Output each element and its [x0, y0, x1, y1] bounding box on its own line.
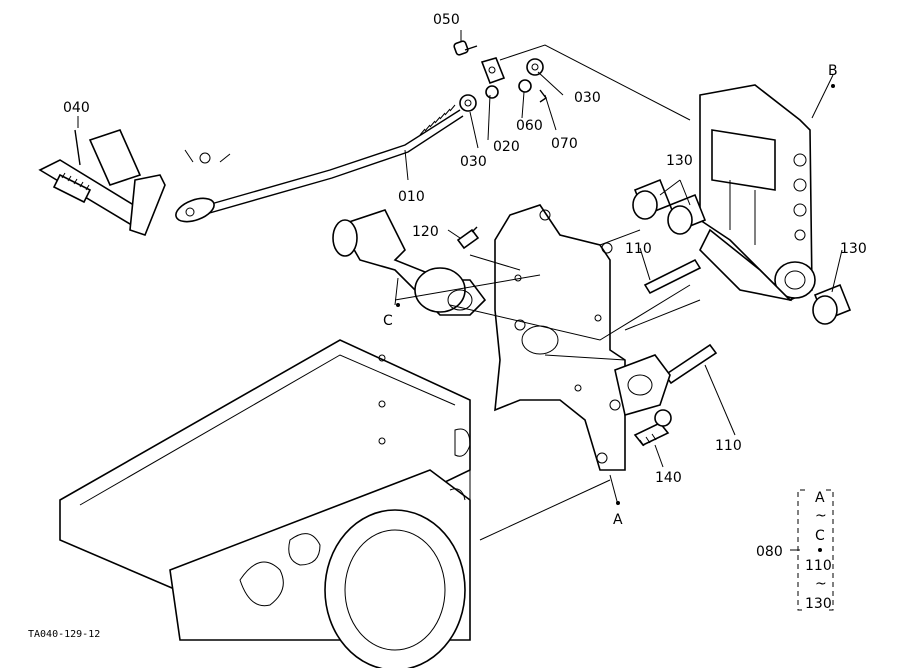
label-010: 010	[398, 189, 425, 205]
label-110-lower: 110	[715, 438, 742, 454]
label-leaders	[77, 30, 843, 551]
leader-lines	[394, 44, 701, 541]
label-050: 050	[433, 12, 460, 28]
label-120: 120	[412, 224, 439, 240]
label-130-top: 130	[666, 153, 693, 169]
label-030-bottom: 030	[460, 154, 487, 170]
label-B: B	[828, 63, 838, 79]
grease-nipple-120	[456, 226, 480, 250]
range-label-130: 130	[805, 596, 832, 612]
transmission-housing	[59, 339, 471, 668]
label-030-top: 030	[574, 90, 601, 106]
small-hardware	[453, 40, 548, 112]
bracket-B	[699, 84, 816, 302]
label-070: 070	[551, 136, 578, 152]
range-label-A: A	[815, 490, 825, 506]
point-B-marker	[831, 84, 835, 88]
point-A-marker	[616, 501, 620, 505]
label-020: 020	[493, 139, 520, 155]
footer-code: TA040-129-12	[28, 629, 100, 640]
label-130-right: 130	[840, 241, 867, 257]
bolt-140	[633, 409, 672, 447]
mounting-plate-A	[494, 204, 671, 471]
label-040: 040	[63, 100, 90, 116]
shaft-C	[332, 209, 487, 316]
range-tilde-2: ~	[815, 576, 827, 592]
bushings-130	[632, 178, 852, 325]
range-bracket-080	[797, 489, 834, 611]
range-label-C: C	[815, 528, 825, 544]
lift-arm-assembly	[38, 129, 231, 236]
label-140: 140	[655, 470, 682, 486]
label-080: 080	[756, 544, 783, 560]
label-060: 060	[516, 118, 543, 134]
range-label-110: 110	[805, 558, 832, 574]
point-C-marker	[396, 303, 400, 307]
rod-010	[175, 104, 464, 223]
label-C: C	[383, 313, 393, 329]
label-110-upper: 110	[625, 241, 652, 257]
range-tilde-1: ~	[815, 508, 827, 524]
label-A: A	[613, 512, 623, 528]
